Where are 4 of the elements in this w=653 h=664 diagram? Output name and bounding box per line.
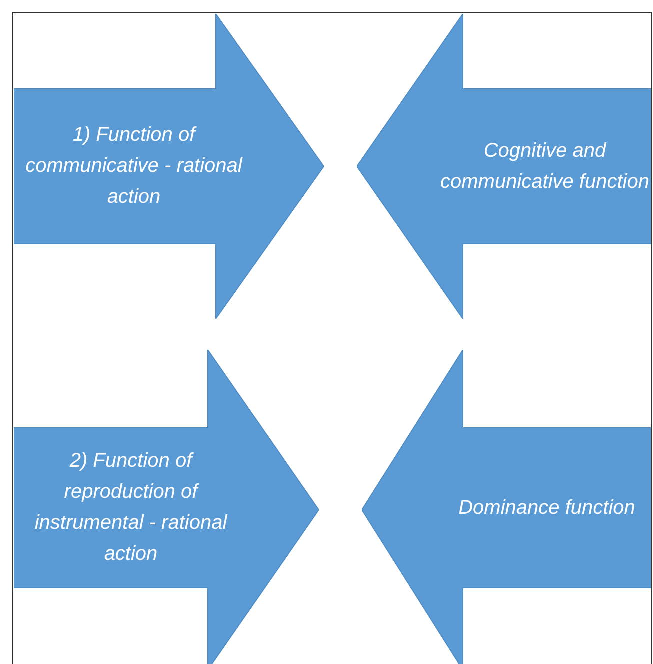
arrow-label: Cognitive and communicative function (440, 138, 650, 194)
arrow-label: 1) Function of communicative - rational action (24, 123, 244, 210)
arrow-label: Dominance function (458, 496, 636, 520)
arrow-label: 2) Function of reproduction of instrumental - rational action (34, 449, 229, 567)
